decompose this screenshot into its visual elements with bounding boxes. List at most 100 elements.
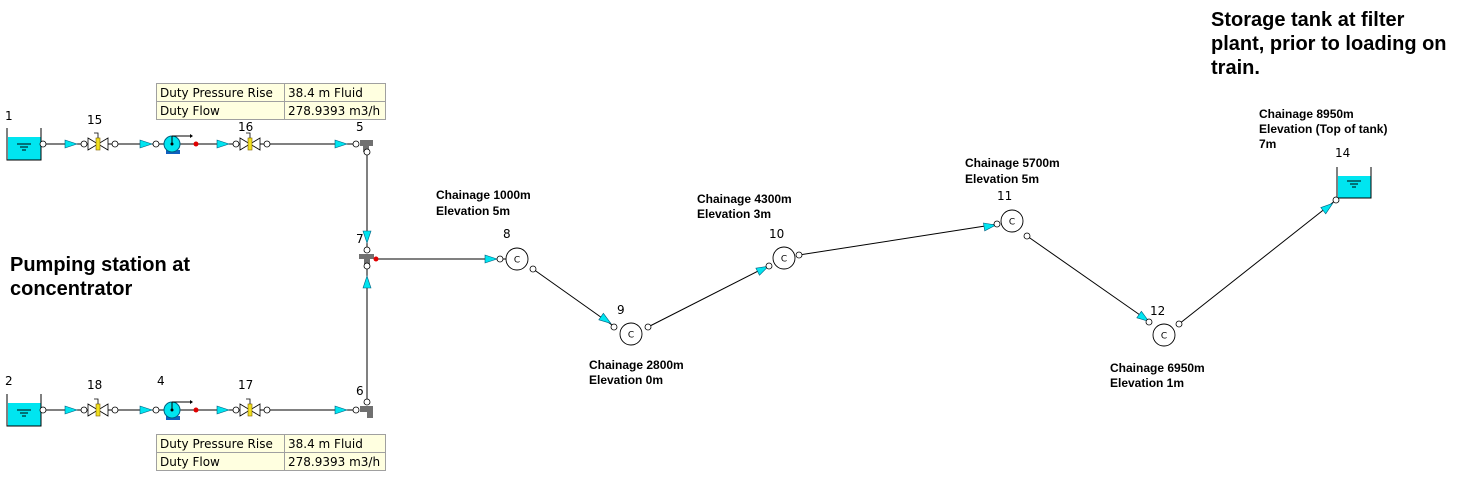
elevation-text: Elevation 5m <box>436 204 510 218</box>
node-8-connector-icon[interactable]: C <box>505 247 529 271</box>
elbow-6-icon[interactable] <box>360 406 373 418</box>
red-nodes <box>193 141 379 413</box>
label-node-12: 12 <box>1150 304 1165 318</box>
connection-node-icon <box>795 251 803 259</box>
flow-arrow-icon <box>334 139 348 149</box>
row-label: Duty Pressure Rise <box>156 83 285 102</box>
flow-arrow-icon <box>216 139 230 149</box>
connection-node-icon <box>610 323 618 331</box>
tee-7-icon[interactable] <box>359 254 374 267</box>
label-valve-18: 18 <box>87 378 102 392</box>
pipe-9-10[interactable] <box>647 264 771 328</box>
row-value: 278.9393 m3/h <box>284 101 386 120</box>
valve-17-icon[interactable] <box>239 398 261 417</box>
tank-14-icon[interactable] <box>1336 167 1372 199</box>
note-line: train. <box>1211 57 1260 79</box>
connector-symbol: C <box>628 331 634 341</box>
label-elbow-6: 6 <box>356 384 364 398</box>
elbow-5-icon[interactable] <box>360 140 373 152</box>
row-label: Duty Pressure Rise <box>156 434 285 453</box>
label-node-10: 10 <box>769 227 784 241</box>
connection-node-icon <box>352 406 360 414</box>
connection-node-icon <box>352 140 360 148</box>
connection-node-icon <box>232 406 240 414</box>
connection-node-icon <box>152 140 160 148</box>
connection-node-icon <box>263 406 271 414</box>
annotation-node-12: Chainage 6950m Elevation 1m <box>1110 361 1205 390</box>
node-11-connector-icon[interactable]: C <box>1000 209 1024 233</box>
note-line: concentrator <box>10 278 132 300</box>
red-node-icon <box>193 141 199 147</box>
valve-15-icon[interactable] <box>87 132 109 151</box>
node-9-connector-icon[interactable]: C <box>619 322 643 346</box>
pipe-8-9[interactable] <box>532 268 613 326</box>
connection-node-icon <box>80 406 88 414</box>
node-10-connector-icon[interactable]: C <box>772 246 796 270</box>
pipe-10-11[interactable] <box>798 223 999 256</box>
connection-node-icon <box>39 406 47 414</box>
connector-symbol: C <box>514 256 520 266</box>
connection-node-icon <box>263 140 271 148</box>
pump-upper-icon[interactable] <box>163 134 193 154</box>
label-elbow-5: 5 <box>356 120 364 134</box>
row-value: 38.4 m Fluid <box>284 434 386 453</box>
connection-node-icon <box>363 246 371 254</box>
annotation-node-10: Chainage 4300m Elevation 3m <box>697 192 792 221</box>
red-node-icon <box>193 407 199 413</box>
connection-node-icon <box>529 265 537 273</box>
elevation-text: Elevation 0m <box>589 373 663 387</box>
flow-arrow-icon <box>139 405 153 415</box>
flow-arrow-icon <box>64 405 78 415</box>
label-valve-17: 17 <box>238 378 253 392</box>
note-pumping-station: Pumping station at concentrator <box>10 254 190 300</box>
label-pump-4: 4 <box>157 374 165 388</box>
flow-arrow-icon <box>362 230 372 244</box>
label-node-9: 9 <box>617 303 625 317</box>
flow-arrow-icon <box>216 405 230 415</box>
label-node-11: 11 <box>997 189 1012 203</box>
pipe-11-12[interactable] <box>1026 235 1151 323</box>
annotation-tank-14: Chainage 8950m Elevation (Top of tank) 7… <box>1259 107 1387 151</box>
row-label: Duty Flow <box>156 101 285 120</box>
connector-symbol: C <box>781 255 787 265</box>
tank-1-icon[interactable] <box>6 128 42 161</box>
chainage-text: Chainage 1000m <box>436 188 531 202</box>
connection-nodes <box>39 140 1340 414</box>
connection-node-icon <box>1145 318 1153 326</box>
row-value: 278.9393 m3/h <box>284 452 386 471</box>
note-line: Pumping station at <box>10 254 190 276</box>
row-label: Duty Flow <box>156 452 285 471</box>
tank-2-icon[interactable] <box>6 394 42 427</box>
connection-node-icon <box>644 323 652 331</box>
note-line: Storage tank at filter <box>1211 9 1405 31</box>
annotation-node-8: Chainage 1000m Elevation 5m <box>436 188 531 218</box>
flow-arrow-icon <box>362 275 372 289</box>
elevation-text: Elevation (Top of tank) <box>1259 122 1387 136</box>
annotation-node-11: Chainage 5700m Elevation 5m <box>965 156 1060 186</box>
note-line: plant, prior to loading on <box>1211 33 1447 55</box>
valve-18-icon[interactable] <box>87 398 109 417</box>
connection-node-icon <box>363 148 371 156</box>
annotation-node-9: Chainage 2800m Elevation 0m <box>589 358 684 387</box>
chainage-text: Chainage 6950m <box>1110 361 1205 375</box>
label-tank-1: 1 <box>5 109 13 123</box>
flow-arrow-icon <box>484 254 498 264</box>
label-tee-7: 7 <box>356 232 364 246</box>
pump-4-icon[interactable] <box>163 400 193 420</box>
elevation-text: Elevation 5m <box>965 172 1039 186</box>
pipe-12-14[interactable] <box>1178 199 1337 325</box>
chainage-text: Chainage 5700m <box>965 156 1060 170</box>
elevation-value-text: 7m <box>1259 137 1276 151</box>
valve-16-icon[interactable] <box>239 132 261 151</box>
connection-node-icon <box>993 220 1001 228</box>
label-node-8: 8 <box>503 227 511 241</box>
label-tank-2: 2 <box>5 374 13 388</box>
row-value: 38.4 m Fluid <box>284 83 386 102</box>
node-12-connector-icon[interactable]: C <box>1152 323 1176 347</box>
flow-arrow-icon <box>64 139 78 149</box>
